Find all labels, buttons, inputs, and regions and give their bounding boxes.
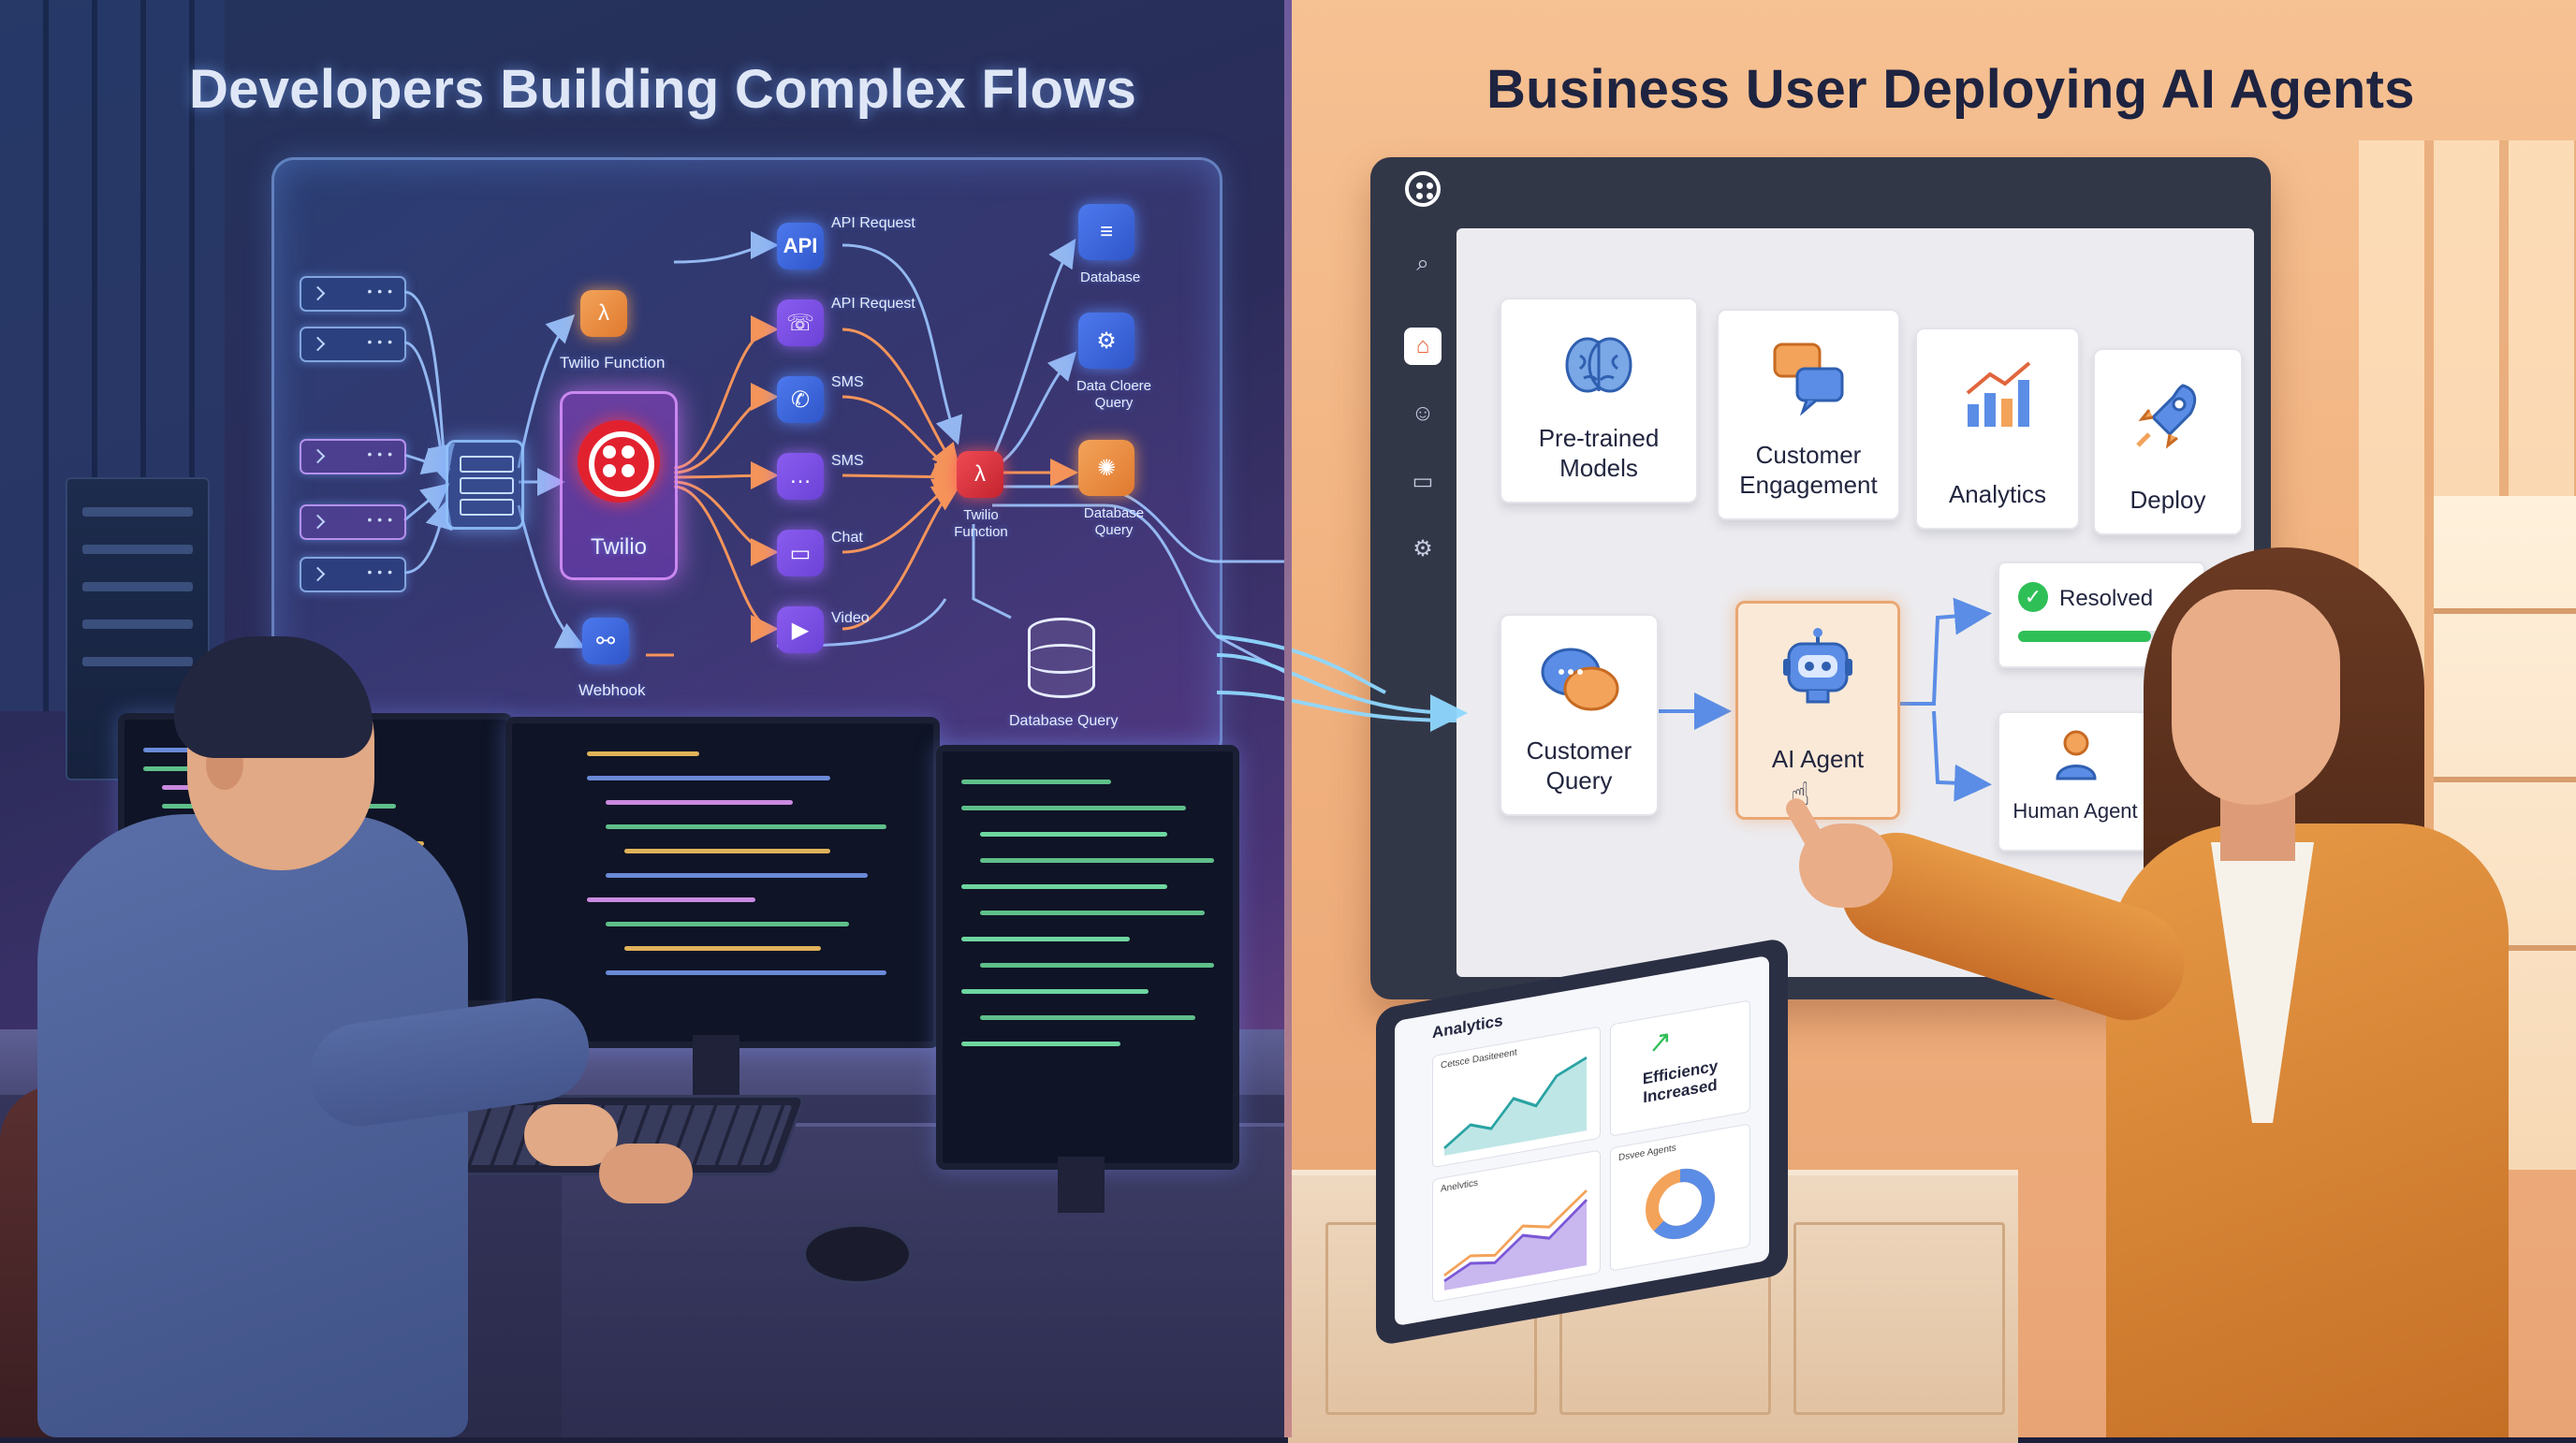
twilio-function-right-label: Twilio Function (954, 507, 1008, 540)
developer-body (37, 814, 468, 1437)
data-query-label: Data Cloere Query (1076, 378, 1152, 411)
webhook-icon[interactable]: ⚯ (582, 618, 629, 664)
router-node[interactable] (446, 440, 524, 530)
channel-label: Video (831, 610, 870, 626)
database-query-bottom-label: Database Query (1009, 713, 1119, 729)
brain-icon (1501, 328, 1696, 402)
database-settings-icon[interactable]: ⚙ (1078, 313, 1134, 369)
api-icon[interactable]: API (777, 223, 824, 270)
twilio-node[interactable]: Twilio (560, 391, 678, 580)
flow-input-node[interactable] (300, 504, 406, 540)
feature-card-label: Customer Engagement (1739, 441, 1878, 499)
human-agent-label: Human Agent (2012, 799, 2138, 823)
twilio-function-label: Twilio Function (560, 354, 666, 372)
flow-input-node[interactable] (300, 557, 406, 592)
resolved-progress-track (2018, 631, 2185, 642)
tablet-line-chart-card: Cetsce Dasiteeent (1432, 1026, 1601, 1169)
customer-query-label: Customer Query (1526, 736, 1632, 794)
speech-bubbles-icon (1501, 644, 1657, 719)
tablet-area-chart-card: Anelvtics (1432, 1149, 1601, 1304)
flow-input-node[interactable] (300, 327, 406, 362)
business-user-blazer (2106, 824, 2509, 1437)
folder-icon[interactable]: ▭ (1412, 468, 1434, 494)
channel-label: SMS (831, 374, 864, 390)
database-query-label: Database Query (1083, 505, 1145, 538)
webhook-label: Webhook (578, 681, 646, 699)
flow-input-node[interactable] (300, 439, 406, 474)
search-icon[interactable]: ⌕ (1416, 251, 1429, 276)
feature-card-customer-engagement[interactable]: Customer Engagement (1717, 309, 1900, 520)
efficiency-label: Efficiency Increased (1642, 1057, 1719, 1107)
check-icon: ✓ (2018, 582, 2048, 612)
database-cylinder-icon[interactable] (1028, 618, 1095, 698)
gear-icon[interactable]: ⚙ (1412, 535, 1433, 561)
resolved-label: Resolved (2059, 586, 2154, 611)
lambda-icon[interactable]: λ (580, 290, 627, 337)
rocket-icon (2095, 378, 2241, 453)
human-agent-card[interactable]: Human Agent (1998, 711, 2153, 852)
twilio-label: Twilio (590, 534, 647, 560)
database-label: Database (1080, 270, 1141, 285)
flow-connections (403, 231, 1288, 676)
developer-hand (524, 1104, 618, 1166)
developer-panel: λ Twilio Function Twilio ⚯ Webhook API A… (0, 0, 1288, 1437)
mouse[interactable] (803, 1224, 912, 1284)
ai-agent-label: AI Agent (1771, 745, 1865, 773)
robot-icon (1738, 628, 1897, 707)
ai-agent-card[interactable]: AI Agent ☝ (1735, 601, 1900, 820)
database-icon[interactable]: ≡ (1078, 204, 1134, 260)
developer-hand (599, 1144, 693, 1203)
phone-icon[interactable]: ☏ (777, 299, 824, 346)
center-monitor[interactable] (505, 717, 940, 1048)
channel-label: API Request (831, 296, 915, 312)
resolved-progress-fill (2018, 631, 2152, 642)
feature-card-label: Deploy (2130, 486, 2206, 514)
feature-card-analytics[interactable]: Analytics (1915, 328, 2080, 530)
business-user-face (2172, 590, 2340, 805)
channel-label: SMS (831, 453, 864, 469)
feature-card-label: Analytics (1948, 480, 2047, 508)
feature-card-label: Pre-trained Models (1538, 424, 1660, 482)
monitor-stand (1058, 1157, 1105, 1213)
bar-chart-icon (1917, 357, 2078, 432)
channel-label: API Request (831, 215, 915, 231)
users-icon[interactable]: ☺ (1411, 401, 1435, 426)
speech-bubbles-icon (1719, 339, 1898, 415)
tablet-screen[interactable]: Analytics Cetsce Dasiteeent ↗ Efficiency… (1395, 955, 1769, 1327)
developer-hair (174, 636, 373, 758)
customer-query-card[interactable]: Customer Query (1500, 614, 1659, 816)
right-monitor[interactable] (936, 745, 1239, 1170)
tablet-efficiency-card: ↗ Efficiency Increased (1610, 999, 1750, 1137)
right-headline: Business User Deploying AI Agents (1486, 59, 2415, 120)
twilio-logo-icon (578, 420, 660, 503)
feature-card-pretrained-models[interactable]: Pre-trained Models (1500, 298, 1698, 503)
feature-card-deploy[interactable]: Deploy (2093, 348, 2243, 535)
lambda-icon[interactable]: λ (957, 451, 1003, 498)
video-icon[interactable]: ▶ (777, 606, 824, 653)
chat-bubble-icon[interactable]: … (777, 453, 824, 500)
chat-icon[interactable]: ▭ (777, 530, 824, 576)
tablet-donut-card: Dsvee Agents (1610, 1123, 1750, 1272)
person-icon (2054, 728, 2099, 787)
tablet-title: Analytics (1432, 1011, 1503, 1042)
channel-label: Chat (831, 530, 863, 546)
network-icon[interactable]: ✺ (1078, 440, 1134, 496)
monitor-stand (693, 1035, 739, 1100)
left-headline: Developers Building Complex Flows (189, 59, 1137, 120)
home-icon[interactable]: ⌂ (1404, 328, 1442, 365)
panel-divider (1284, 0, 1292, 1437)
whatsapp-icon[interactable]: ✆ (777, 376, 824, 423)
app-logo-icon[interactable] (1405, 171, 1441, 207)
trend-up-icon: ↗ (1648, 1025, 1673, 1060)
flow-input-node[interactable] (300, 276, 406, 312)
